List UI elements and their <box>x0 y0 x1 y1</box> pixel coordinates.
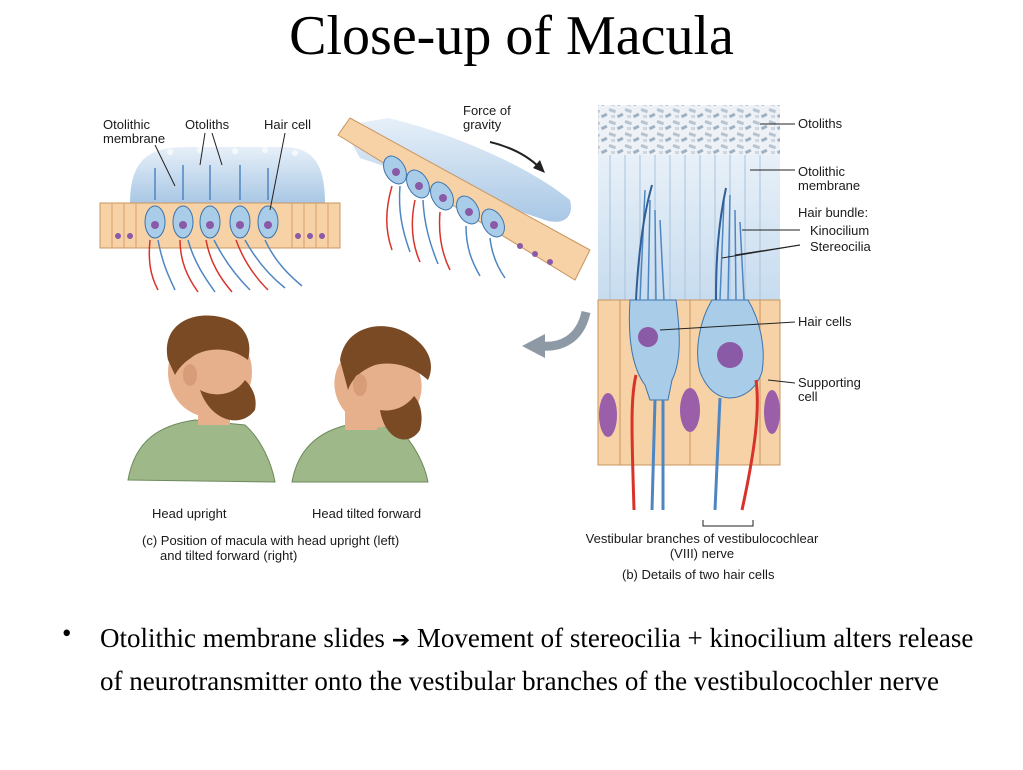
label-stereocilia: Stereocilia <box>810 239 871 254</box>
caption-panel-b: (b) Details of two hair cells <box>622 567 775 582</box>
bullet-text: Otolithic membrane slides ➔ Movement of … <box>100 623 974 696</box>
label-otoliths-b: Otoliths <box>798 116 843 131</box>
label-supporting-cell: Supporting cell <box>798 375 861 404</box>
arrow-icon: ➔ <box>391 628 411 653</box>
head-tilted-illustration <box>291 326 431 483</box>
head-upright-illustration <box>127 315 276 483</box>
bullet-marker: • <box>62 618 72 648</box>
label-hair-cells: Hair cells <box>798 314 852 329</box>
label-otolithic-membrane-a: Otolithic membrane <box>103 117 166 146</box>
label-otoliths-a: Otoliths <box>185 117 230 132</box>
label-force-of-gravity: Force of gravity <box>463 103 511 132</box>
label-vestibular-nerve: Vestibular branches of vestibulocochlear… <box>585 531 819 561</box>
label-kinocilium: Kinocilium <box>810 223 870 238</box>
hair-cell-detail-illustration <box>597 105 801 527</box>
macula-tilted-illustration <box>337 117 591 281</box>
label-otolithic-membrane-b: Otolithic membrane <box>798 164 861 193</box>
label-hair-cell-a: Hair cell <box>264 117 311 132</box>
label-head-upright: Head upright <box>152 506 227 521</box>
macula-upright-illustration <box>99 132 341 293</box>
caption-panel-c: (c) Position of macula with head upright… <box>142 533 400 563</box>
page-title: Close-up of Macula <box>289 5 734 67</box>
label-head-tilted: Head tilted forward <box>312 506 422 521</box>
label-hair-bundle: Hair bundle: <box>798 205 869 220</box>
transition-arrow <box>522 310 591 358</box>
